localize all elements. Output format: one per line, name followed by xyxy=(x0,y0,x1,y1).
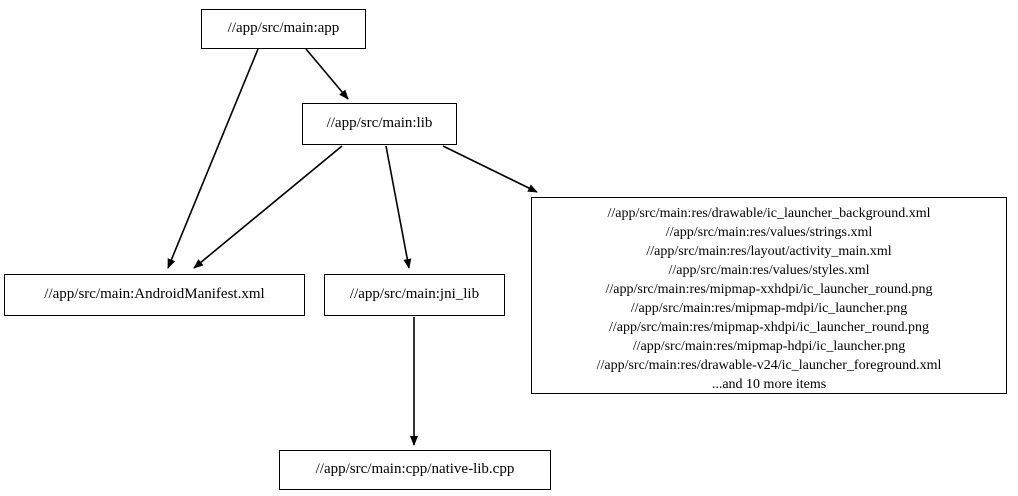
graph-node-lib[interactable]: //app/src/main:lib xyxy=(302,103,457,145)
node-line-9: ...and 10 more items xyxy=(711,377,827,392)
graph-node-native-lib-cpp[interactable]: //app/src/main:cpp/native-lib.cpp xyxy=(279,450,551,490)
node-label-lib: //app/src/main:lib xyxy=(326,115,433,132)
edge-lib-to-jnilib xyxy=(385,145,412,269)
node-label-android-manifest: //app/src/main:AndroidManifest.xml xyxy=(44,286,265,303)
node-line-5: //app/src/main:res/mipmap-mdpi/ic_launch… xyxy=(630,301,908,316)
node-label-native-lib-cpp: //app/src/main:cpp/native-lib.cpp xyxy=(315,461,515,478)
node-line-1: //app/src/main:res/values/strings.xml xyxy=(665,225,873,240)
graph-node-app[interactable]: //app/src/main:app xyxy=(201,9,366,49)
node-line-0: //app/src/main:res/drawable/ic_launcher_… xyxy=(607,206,931,221)
graph-node-android-manifest[interactable]: //app/src/main:AndroidManifest.xml xyxy=(4,274,305,316)
node-line-4: //app/src/main:res/mipmap-xxhdpi/ic_laun… xyxy=(605,282,933,297)
node-label-jni-lib: //app/src/main:jni_lib xyxy=(349,286,480,303)
edge-app-to-lib xyxy=(305,48,349,100)
node-line-6: //app/src/main:res/mipmap-xhdpi/ic_launc… xyxy=(609,320,929,335)
edge-lib-to-resfiles xyxy=(442,145,538,193)
node-line-8: //app/src/main:res/drawable-v24/ic_launc… xyxy=(596,358,942,373)
node-label-app: //app/src/main:app xyxy=(227,20,340,37)
edge-app-to-manifest xyxy=(167,48,259,269)
node-line-2: //app/src/main:res/layout/activity_main.… xyxy=(646,244,892,259)
graph-node-res-files[interactable]: //app/src/main:res/drawable/ic_launcher_… xyxy=(531,197,1007,394)
edge-lib-to-manifest xyxy=(193,145,343,269)
node-line-3: //app/src/main:res/values/styles.xml xyxy=(668,263,870,278)
node-line-7: //app/src/main:res/mipmap-hdpi/ic_launch… xyxy=(632,339,906,354)
graph-node-jni-lib[interactable]: //app/src/main:jni_lib xyxy=(324,274,505,316)
